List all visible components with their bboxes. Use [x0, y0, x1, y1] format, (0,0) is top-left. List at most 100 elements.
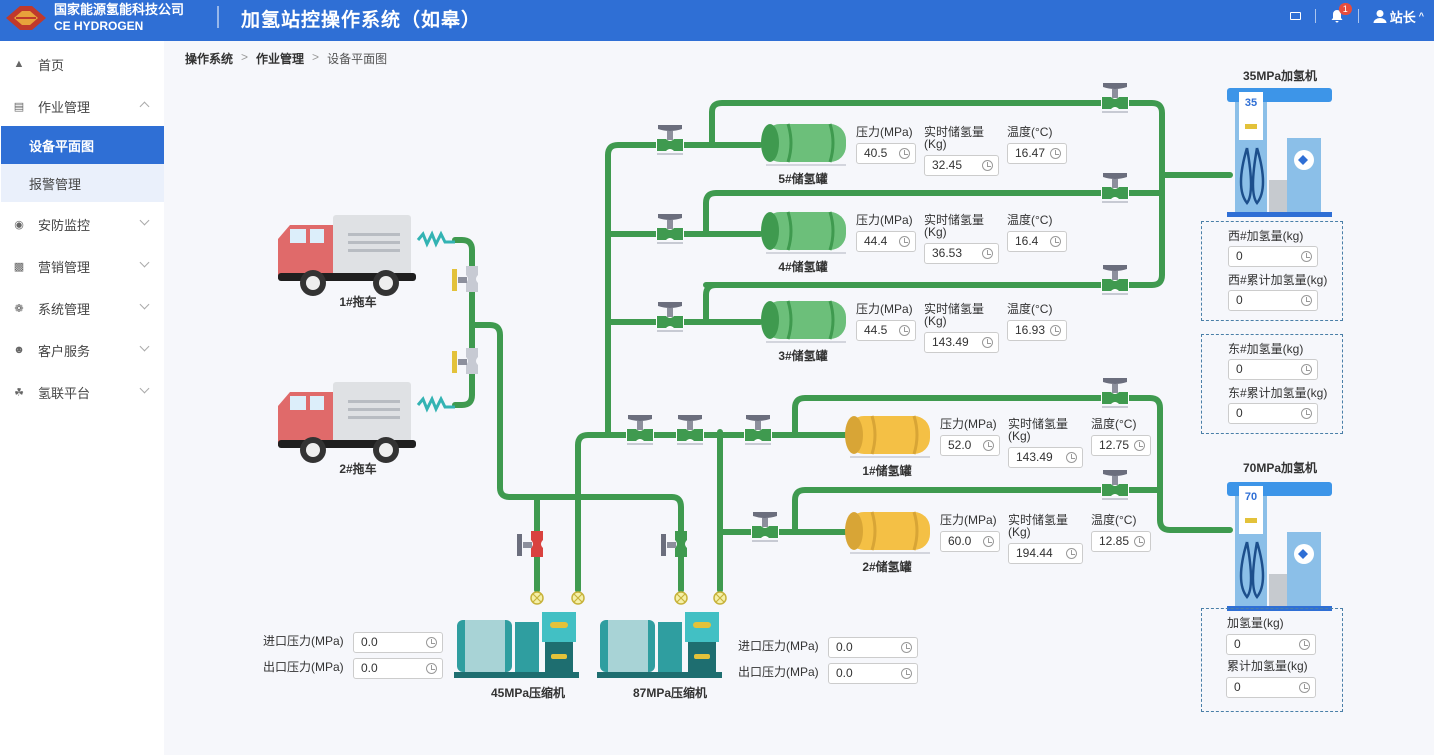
- sidebar-item-customer[interactable]: ☻ 客户服务: [0, 331, 164, 369]
- sidebar-item-system[interactable]: ❁ 系统管理: [0, 289, 164, 327]
- gauge-icon: [674, 591, 688, 605]
- breadcrumb-item[interactable]: 操作系统: [185, 52, 234, 66]
- sidebar-item-platform[interactable]: ☘ 氢联平台: [0, 373, 164, 411]
- dispenser-icon[interactable]: 70: [1227, 482, 1332, 611]
- screen-icon[interactable]: [1289, 12, 1301, 20]
- notification-button[interactable]: 1: [1330, 3, 1352, 23]
- valve[interactable]: [676, 415, 704, 445]
- pressure-field[interactable]: 40.5: [856, 143, 916, 164]
- valve[interactable]: [1101, 173, 1129, 203]
- valve[interactable]: [452, 348, 478, 374]
- clock-icon: [426, 663, 437, 674]
- valve[interactable]: [1101, 83, 1129, 113]
- valve[interactable]: [452, 266, 478, 292]
- storage-tank-icon[interactable]: [761, 211, 846, 254]
- storage-tank-icon[interactable]: [845, 511, 930, 554]
- sidebar-item-label: 氢联平台: [38, 385, 91, 401]
- storage-field[interactable]: 194.44: [1008, 543, 1083, 564]
- field-value: 52.0: [948, 438, 972, 452]
- storage-field[interactable]: 36.53: [924, 243, 999, 264]
- storage-tank-icon[interactable]: [761, 300, 846, 343]
- field-value: 12.85: [1099, 534, 1130, 548]
- dispenser-field[interactable]: 0: [1226, 634, 1316, 655]
- field-value: 16.47: [1015, 146, 1046, 160]
- valve[interactable]: [656, 125, 684, 155]
- sidebar-item-operations[interactable]: ▤ 作业管理: [0, 87, 164, 125]
- temperature-field[interactable]: 16.93: [1007, 320, 1067, 341]
- dispenser-field[interactable]: 0: [1228, 359, 1318, 380]
- dispenser-field[interactable]: 0: [1228, 246, 1318, 267]
- outlet-pressure-field[interactable]: 0.0: [353, 658, 443, 679]
- chevron-up-icon: ^: [1418, 11, 1424, 21]
- clock-icon: [1299, 682, 1310, 693]
- clock-icon: [426, 637, 437, 648]
- field-value: 32.45: [932, 158, 963, 172]
- compressor-label: 87MPa压缩机: [632, 686, 708, 700]
- tank-label: 1#储氢罐: [862, 464, 912, 478]
- temperature-field[interactable]: 12.75: [1091, 435, 1151, 456]
- breadcrumb-separator: >: [241, 50, 249, 64]
- clock-icon: [1301, 295, 1312, 306]
- user-menu[interactable]: 站长 ^: [1373, 7, 1424, 26]
- compressor-icon[interactable]: [454, 612, 579, 678]
- temperature-field[interactable]: 16.4: [1007, 231, 1067, 252]
- dispenser-field-label: 东#累计加氢量(kg): [1228, 386, 1328, 400]
- valve[interactable]: [656, 302, 684, 332]
- storage-tank-icon[interactable]: [761, 123, 846, 166]
- storage-field[interactable]: 143.49: [1008, 447, 1083, 468]
- temperature-label: 温度(°C): [1007, 213, 1053, 227]
- valve[interactable]: [656, 214, 684, 244]
- compressor-icon[interactable]: [597, 612, 722, 678]
- dispenser-field[interactable]: 0: [1228, 403, 1318, 424]
- field-value: 0: [1236, 362, 1243, 376]
- gauge-icon: [713, 591, 727, 605]
- valve[interactable]: [1101, 265, 1129, 295]
- pressure-field[interactable]: 44.4: [856, 231, 916, 252]
- header-separator: [1357, 9, 1359, 23]
- dispenser-field-label: 西#加氢量(kg): [1228, 229, 1304, 243]
- sidebar-subitem-alarm-management[interactable]: 报警管理: [1, 164, 164, 202]
- inlet-pressure-field[interactable]: 0.0: [828, 637, 918, 658]
- dispenser-field[interactable]: 0: [1228, 290, 1318, 311]
- valve[interactable]: [517, 531, 543, 557]
- pressure-field[interactable]: 44.5: [856, 320, 916, 341]
- pressure-label: 压力(MPa): [856, 213, 913, 227]
- truck-label: 2#拖车: [339, 462, 377, 476]
- storage-field[interactable]: 143.49: [924, 332, 999, 353]
- field-value: 0.0: [361, 661, 378, 675]
- valve[interactable]: [1101, 470, 1129, 500]
- truck-icon[interactable]: [278, 382, 416, 463]
- valve[interactable]: [626, 415, 654, 445]
- clock-icon: [1134, 440, 1145, 451]
- pressure-field[interactable]: 60.0: [940, 531, 1000, 552]
- field-value: 0.0: [361, 635, 378, 649]
- sidebar-subitem-equipment-layout[interactable]: 设备平面图: [1, 126, 164, 164]
- outlet-pressure-field[interactable]: 0.0: [828, 663, 918, 684]
- sidebar-item-security[interactable]: ◉ 安防监控: [0, 205, 164, 243]
- valve[interactable]: [751, 512, 779, 542]
- pipe: [703, 282, 719, 325]
- clock-icon: [901, 642, 912, 653]
- temperature-field[interactable]: 16.47: [1007, 143, 1067, 164]
- dispenser-pressure-badge: 35: [1245, 97, 1257, 109]
- temperature-field[interactable]: 12.85: [1091, 531, 1151, 552]
- breadcrumb-item[interactable]: 作业管理: [256, 52, 305, 66]
- sidebar-item-home[interactable]: ▲ 首页: [0, 45, 164, 83]
- storage-unit-label: (Kg): [924, 314, 947, 328]
- valve[interactable]: [744, 415, 772, 445]
- dispenser-field[interactable]: 0: [1226, 677, 1316, 698]
- storage-field[interactable]: 32.45: [924, 155, 999, 176]
- valve[interactable]: [661, 531, 687, 557]
- sidebar-item-marketing[interactable]: ▩ 营销管理: [0, 247, 164, 285]
- truck-icon[interactable]: [278, 215, 416, 296]
- sidebar-item-label: 营销管理: [38, 259, 91, 275]
- inlet-pressure-field[interactable]: 0.0: [353, 632, 443, 653]
- pressure-field[interactable]: 52.0: [940, 435, 1000, 456]
- dispenser-readout-panel: [1201, 221, 1343, 321]
- pipe: [792, 395, 1233, 533]
- outlet-pressure-label: 出口压力(MPa): [738, 665, 819, 679]
- dispenser-icon[interactable]: 35: [1227, 88, 1332, 217]
- valve[interactable]: [1101, 378, 1129, 408]
- storage-tank-icon[interactable]: [845, 415, 930, 458]
- field-value: 0: [1236, 249, 1243, 263]
